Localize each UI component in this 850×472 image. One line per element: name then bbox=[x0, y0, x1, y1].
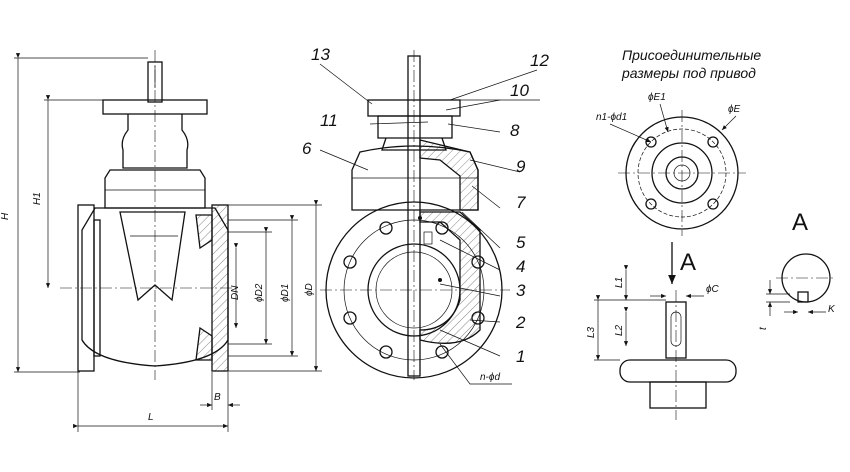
dim-DN: DN bbox=[230, 285, 241, 300]
view-letter-arrow: A bbox=[680, 249, 696, 276]
dim-n1d1: n1-ϕd1 bbox=[596, 112, 627, 123]
view-letter-section: A bbox=[792, 209, 808, 236]
part-number-11: 11 bbox=[320, 111, 338, 130]
front-view: H H1 L B DN ϕD2 ϕD1 ϕD bbox=[0, 50, 322, 432]
part-number-13: 13 bbox=[311, 45, 330, 64]
title-line2: размеры под привод bbox=[621, 65, 756, 81]
dim-D1: ϕD1 bbox=[280, 284, 291, 302]
dim-t: t bbox=[758, 326, 769, 330]
dim-H: H bbox=[0, 212, 11, 220]
part-number-3: 3 bbox=[516, 281, 526, 300]
dim-D2: ϕD2 bbox=[254, 283, 265, 302]
part-number-12: 12 bbox=[530, 51, 549, 70]
part-number-4: 4 bbox=[516, 257, 525, 276]
dim-K: K bbox=[828, 304, 836, 315]
dim-L3: L3 bbox=[586, 326, 597, 338]
part-number-2: 2 bbox=[515, 313, 526, 332]
dim-nd: n-ϕd bbox=[480, 372, 500, 383]
actuator-connection: Присоединительные размеры под привод n1-… bbox=[586, 47, 836, 420]
part-number-9: 9 bbox=[516, 157, 526, 176]
dim-E: ϕE bbox=[728, 104, 741, 115]
dim-B: B bbox=[214, 392, 221, 403]
side-view: 13 12 10 11 8 6 9 7 5 4 3 2 1 n-ϕd bbox=[302, 45, 549, 385]
dim-L2: L2 bbox=[614, 324, 625, 336]
part-number-5: 5 bbox=[516, 233, 526, 252]
dim-E1: ϕE1 bbox=[648, 92, 666, 103]
part-number-8: 8 bbox=[510, 121, 520, 140]
dim-C: ϕC bbox=[706, 284, 720, 295]
part-number-10: 10 bbox=[510, 81, 529, 100]
part-number-1: 1 bbox=[516, 347, 525, 366]
part-number-7: 7 bbox=[516, 193, 526, 212]
dim-L: L bbox=[148, 412, 154, 423]
dim-D: ϕD bbox=[304, 283, 315, 296]
title-line1: Присоединительные bbox=[622, 47, 761, 63]
dim-H1: H1 bbox=[32, 192, 43, 205]
dim-L1: L1 bbox=[614, 277, 625, 288]
part-number-6: 6 bbox=[302, 139, 312, 158]
